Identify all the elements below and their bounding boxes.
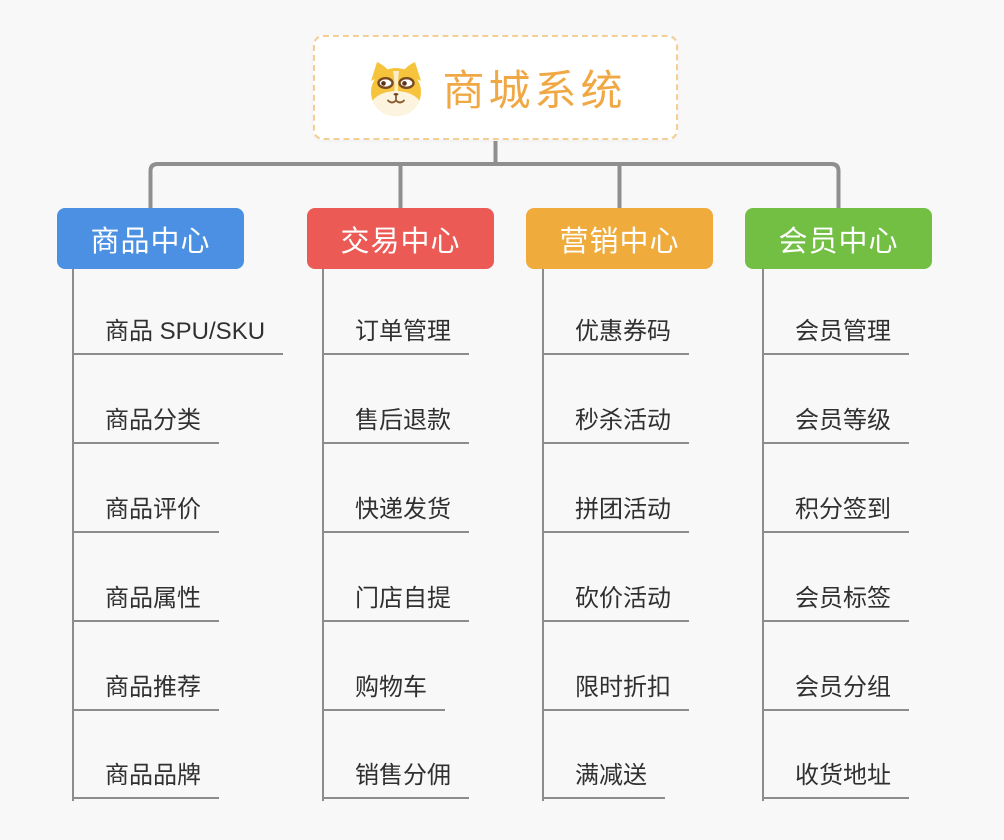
branch-node-product-center[interactable]: 商品中心: [57, 208, 244, 269]
root-title: 商城系统: [442, 67, 627, 114]
leaf-node-group-buy[interactable]: 拼团活动: [542, 495, 689, 533]
leaf-node-store-pickup[interactable]: 门店自提: [322, 584, 469, 622]
leaf-node-product-review[interactable]: 商品评价: [72, 495, 219, 533]
trunk-line-product-center: [72, 269, 74, 801]
leaf-node-product-brand[interactable]: 商品品牌: [72, 761, 219, 799]
leaf-node-product-recommend[interactable]: 商品推荐: [72, 673, 219, 711]
leaf-node-full-reduction[interactable]: 满减送: [542, 761, 665, 799]
trunk-line-member-center: [762, 269, 764, 801]
leaf-node-product-spu-sku[interactable]: 商品 SPU/SKU: [72, 317, 284, 355]
leaf-node-flash-sale[interactable]: 秒杀活动: [542, 406, 689, 444]
leaf-node-sales-commission[interactable]: 销售分佣: [322, 761, 469, 799]
leaf-node-aftersale-refund[interactable]: 售后退款: [322, 406, 469, 444]
leaf-node-express-delivery[interactable]: 快递发货: [322, 495, 469, 533]
leaf-node-limited-time-discount[interactable]: 限时折扣: [542, 673, 689, 711]
shiba-dog-face-icon: [371, 61, 422, 116]
leaf-node-shipping-address[interactable]: 收货地址: [762, 761, 909, 799]
root-node-mall-system[interactable]: 商城系统: [313, 35, 678, 140]
leaf-node-shopping-cart[interactable]: 购物车: [322, 673, 445, 711]
bus-line: [148, 162, 841, 210]
branch-node-member-center[interactable]: 会员中心: [745, 208, 932, 269]
leaf-node-member-group[interactable]: 会员分组: [762, 673, 909, 711]
branch-node-trade-center[interactable]: 交易中心: [307, 208, 494, 269]
trunk-line-marketing-center: [542, 269, 544, 801]
leaf-node-points-checkin[interactable]: 积分签到: [762, 495, 909, 533]
leaf-node-order-management[interactable]: 订单管理: [322, 317, 469, 355]
leaf-node-member-level[interactable]: 会员等级: [762, 406, 909, 444]
leaf-node-member-management[interactable]: 会员管理: [762, 317, 909, 355]
leaf-node-member-tag[interactable]: 会员标签: [762, 584, 909, 622]
leaf-node-bargain-activity[interactable]: 砍价活动: [542, 584, 689, 622]
trunk-line-trade-center: [322, 269, 324, 801]
leaf-node-product-attribute[interactable]: 商品属性: [72, 584, 219, 622]
branch-node-marketing-center[interactable]: 营销中心: [526, 208, 713, 269]
leaf-node-coupon-code[interactable]: 优惠券码: [542, 317, 689, 355]
leaf-node-product-category[interactable]: 商品分类: [72, 406, 219, 444]
